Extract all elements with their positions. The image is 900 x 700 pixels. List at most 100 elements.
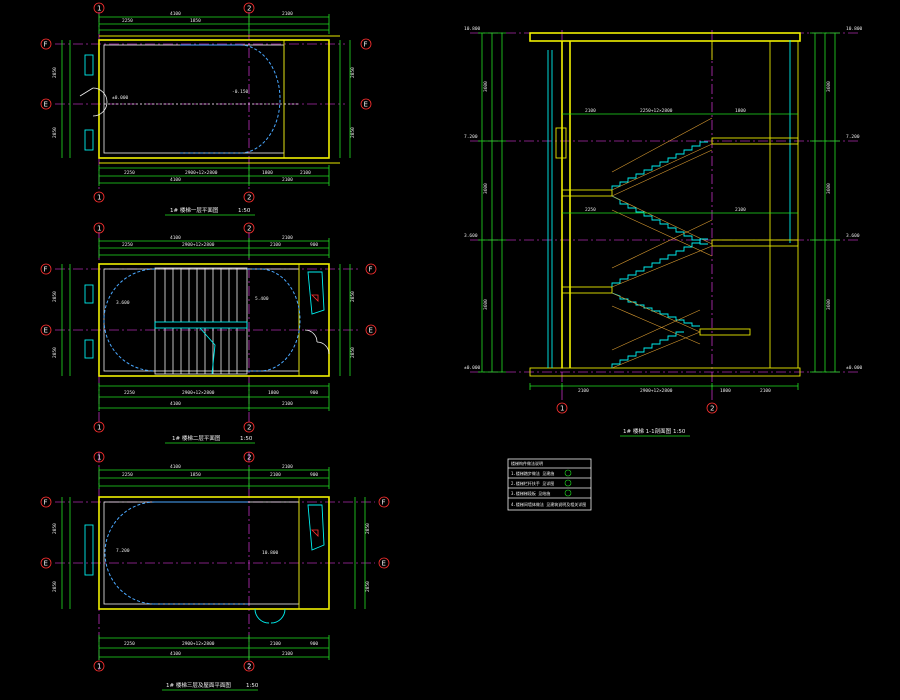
plan2-axis-E-right: E — [369, 327, 373, 335]
section-mid-dim-2: 2250+12×2800 — [640, 108, 673, 114]
legend-mark-2 — [564, 479, 572, 487]
plan1-elev-1: ±0.000 — [112, 95, 129, 101]
plan1-axis-1-bottom: 1 — [97, 194, 101, 202]
plan1-title: 1# 楼梯一层平面图 — [170, 206, 219, 214]
plan2-axis-F-left: F — [44, 266, 48, 274]
plan2-axis-F-right: F — [369, 266, 373, 274]
plan3-axis-2-top: 2 — [247, 454, 251, 462]
section-dim-right-2: 3600 — [826, 183, 832, 194]
section-elev-left-3: 3.600 — [464, 233, 478, 239]
plan3-dim-bottom-inner-4: 900 — [310, 641, 318, 647]
section-elev-right-2: 7.200 — [846, 134, 860, 140]
plan1-dim-top-inner-1: 2250 — [122, 18, 133, 24]
plan2-dim-left-2: 2050 — [52, 347, 58, 358]
plan2-scale: 1:50 — [240, 436, 253, 442]
plan2-dim-right-1: 2050 — [350, 291, 356, 302]
plan1-axis-F-left: F — [44, 41, 48, 49]
section-bottom-dim-2: 2900+12×2800 — [640, 388, 673, 394]
plan2-dim-top-inner-1: 2250 — [122, 242, 133, 248]
plan2-dim-bottom-inner-3: 1800 — [268, 390, 279, 396]
plan3-dim-bottom-inner-1: 2250 — [124, 641, 135, 647]
plan1-dim-left-1: 2050 — [52, 67, 58, 78]
plan2-axis-1-top: 1 — [97, 225, 101, 233]
plan1-dim-left-2: 2050 — [52, 127, 58, 138]
plan3-dim-right-1: 2050 — [365, 523, 371, 534]
section-elev-right-1: 10.800 — [846, 26, 863, 32]
plan3-dim-left-2: 2050 — [52, 581, 58, 592]
plan3-dim-bottom-inner-2: 2900+12×2800 — [182, 641, 215, 647]
plan2-axis-2-top: 2 — [247, 225, 251, 233]
plan1-dim-bottom-inner-1: 2250 — [124, 170, 135, 176]
plan1-scale: 1:50 — [238, 208, 251, 214]
plan1-axis-F-right: F — [364, 41, 368, 49]
section-dim-right-3: 3600 — [826, 299, 832, 310]
plan3-dim-bottom-outer-1: 4100 — [170, 651, 181, 657]
plan1-axis-2-top: 2 — [247, 5, 251, 13]
plan-floor-1: 4100 2100 2250 1850 ±0.000 -0.150 2250 2… — [40, 2, 372, 216]
plan2-axis-2-bottom: 2 — [247, 424, 251, 432]
plan3-dim-bottom-outer-2: 2100 — [282, 651, 293, 657]
legend-row-3: 3.楼梯梯段板 见结施 — [511, 490, 550, 496]
plan1-dim-bottom-outer-1: 4100 — [170, 177, 181, 183]
section-bottom-dim-3: 1800 — [720, 388, 731, 394]
section-dim-left-3: 3600 — [483, 299, 489, 310]
section-mid-dim-5: 2100 — [735, 207, 746, 213]
plan1-dim-top-outer-2: 2100 — [282, 11, 293, 17]
plan3-dim-top-outer-2: 2100 — [282, 464, 293, 470]
plan2-axis-E-left: E — [44, 327, 48, 335]
section-mid-dim-1: 2100 — [585, 108, 596, 114]
plan2-title: 1# 楼梯二层平面图 — [172, 434, 221, 442]
plan3-dim-top-outer-1: 4100 — [170, 464, 181, 470]
plan1-dim-top-outer-1: 4100 — [170, 11, 181, 17]
plan3-dim-top-inner-3: 2100 — [270, 472, 281, 478]
plan1-dim-bottom-inner-2: 2900+12×2800 — [185, 170, 218, 176]
section-bottom-dim-1: 2100 — [578, 388, 589, 394]
plan2-dim-bottom-outer-2: 2100 — [282, 401, 293, 407]
plan2-dim-top-outer-2: 2100 — [282, 235, 293, 241]
section-mid-dim-4: 2250 — [585, 207, 596, 213]
plan3-dim-right-2: 2050 — [365, 581, 371, 592]
plan3-dim-top-inner-1: 2250 — [122, 472, 133, 478]
plan3-dim-left-1: 2050 — [52, 523, 58, 534]
section-axis-1: 1 — [560, 405, 564, 413]
plan1-axis-1-top: 1 — [97, 5, 101, 13]
plan1-dim-top-inner-2: 1850 — [190, 18, 201, 24]
legend-mark-3 — [564, 489, 572, 497]
plan2-dim-top-inner-3: 2100 — [270, 242, 281, 248]
section-dim-left-1: 3600 — [483, 81, 489, 92]
plan2-dim-left-1: 2050 — [52, 291, 58, 302]
plan1-elev-2: -0.150 — [232, 89, 249, 95]
section-elev-left-4: ±0.000 — [464, 365, 481, 371]
plan3-dim-top-inner-2: 1850 — [190, 472, 201, 478]
section-dim-right-1: 3600 — [826, 81, 832, 92]
plan-floor-3: 4100 2100 2250 1850 2100 900 7.200 10.80… — [40, 451, 390, 691]
section-title: 1# 楼梯 1-1剖面图 — [623, 427, 672, 435]
section-1-1: 3600 3600 3600 3600 3600 3600 10.800 7.2… — [464, 26, 863, 437]
plan2-dim-top-inner-4: 900 — [310, 242, 318, 248]
plan3-axis-E-left: E — [44, 560, 48, 568]
plan1-dim-bottom-outer-2: 2100 — [282, 177, 293, 183]
plan2-dim-bottom-outer-1: 4100 — [170, 401, 181, 407]
plan2-dim-top-inner-2: 2900+12×2800 — [182, 242, 215, 248]
legend-mark-1 — [564, 469, 572, 477]
plan2-dim-top-outer-1: 4100 — [170, 235, 181, 241]
legend-header: 楼梯构件做法说明 — [511, 460, 543, 466]
plan3-axis-1-bottom: 1 — [97, 663, 101, 671]
legend-table: 楼梯构件做法说明 1.楼梯踏步做法 见建施 2.楼梯栏杆扶手 见详图 3.楼梯梯… — [507, 458, 592, 511]
legend-row-4: 4.楼梯间墙体做法 见建筑说明及相关详图 — [511, 501, 586, 507]
section-elev-right-4: ±0.000 — [846, 365, 863, 371]
section-elev-right-3: 3.600 — [846, 233, 860, 239]
plan1-axis-E-left: E — [44, 101, 48, 109]
plan2-elev-2: 5.400 — [255, 296, 269, 302]
plan3-dim-top-inner-4: 900 — [310, 472, 318, 478]
plan1-axis-E-right: E — [364, 101, 368, 109]
legend-row-1: 1.楼梯踏步做法 见建施 — [511, 470, 554, 476]
plan3-scale: 1:50 — [246, 683, 259, 689]
section-scale: 1:50 — [673, 429, 686, 435]
plan2-dim-bottom-inner-4: 900 — [310, 390, 318, 396]
plan1-dim-right-1: 2050 — [350, 67, 356, 78]
plan3-title: 1# 楼梯三层及屋面平面图 — [166, 681, 231, 689]
plan1-dim-bottom-inner-3: 1800 — [262, 170, 273, 176]
plan1-dim-right-2: 2050 — [350, 127, 356, 138]
